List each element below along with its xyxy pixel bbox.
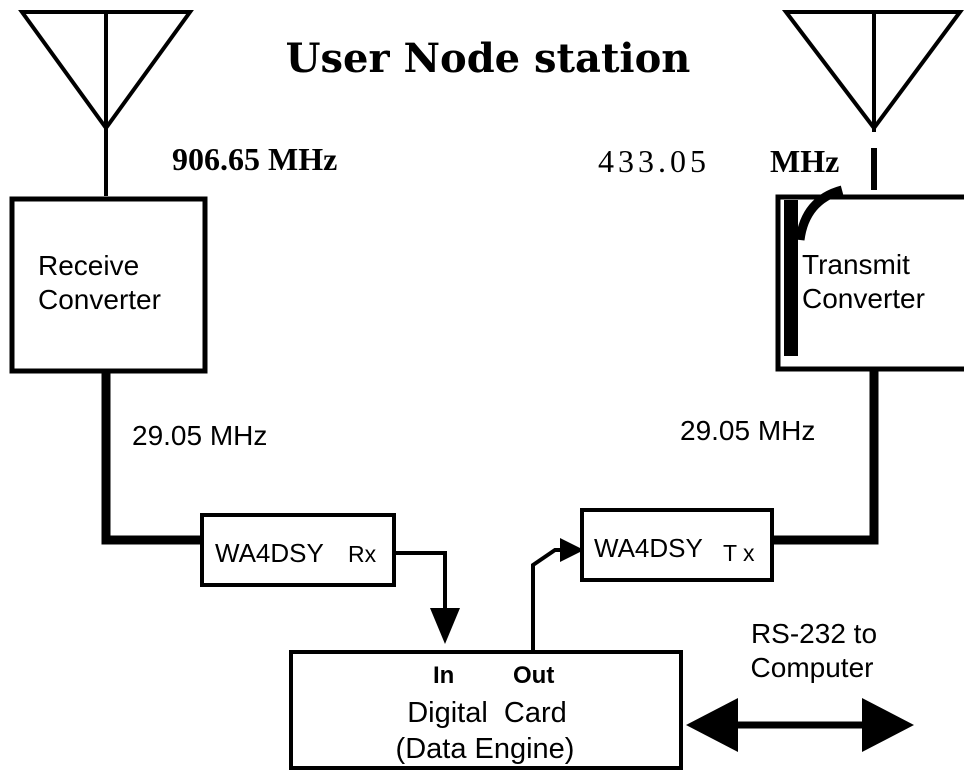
rx-modem-name: WA4DSY	[215, 538, 324, 568]
rs232-double-arrow-icon	[686, 698, 914, 752]
rx-if-cable	[101, 371, 202, 545]
tx-antenna-frequency-unit: MHz	[770, 143, 839, 179]
digital-card-in-label: In	[433, 662, 454, 689]
tx-if-frequency: 29.05 MHz	[680, 415, 815, 446]
tx-modem-name: WA4DSY	[594, 533, 703, 563]
transmit-antenna-icon	[781, 10, 964, 190]
rx-modem-suffix: Rx	[348, 541, 377, 567]
rx-data-arrow	[394, 551, 460, 644]
digital-card-label-line1: Digital Card	[407, 697, 567, 729]
tx-modem-block: WA4DSY T x	[580, 508, 774, 582]
receive-converter-label-line1: Receive	[38, 250, 139, 281]
rx-if-frequency: 29.05 MHz	[132, 420, 267, 451]
tx-if-cable	[772, 369, 879, 545]
digital-card-label-line2: (Data Engine)	[396, 733, 575, 765]
tx-antenna-frequency-value: 433.05	[598, 143, 710, 179]
rs232-label-line2: Computer	[751, 652, 874, 683]
diagram-title: User Node station	[286, 35, 691, 82]
receive-antenna-icon	[18, 10, 194, 196]
digital-card-out-label: Out	[513, 662, 554, 689]
rs232-label-line1: RS-232 to	[751, 618, 877, 649]
rx-antenna-frequency: 906.65 MHz	[172, 141, 337, 177]
transmit-converter-label-line2: Converter	[802, 283, 925, 314]
transmit-converter-label-line1: Transmit	[802, 249, 910, 280]
transmit-converter-block: Transmit Converter	[775, 185, 964, 372]
tx-data-arrow	[531, 538, 584, 652]
digital-card-block: In Out Digital Card (Data Engine)	[289, 650, 683, 770]
tx-modem-suffix: T x	[723, 540, 755, 566]
rx-modem-block: WA4DSY Rx	[200, 513, 396, 587]
receive-converter-label-line2: Converter	[38, 284, 161, 315]
receive-converter-block: Receive Converter	[9, 196, 208, 374]
